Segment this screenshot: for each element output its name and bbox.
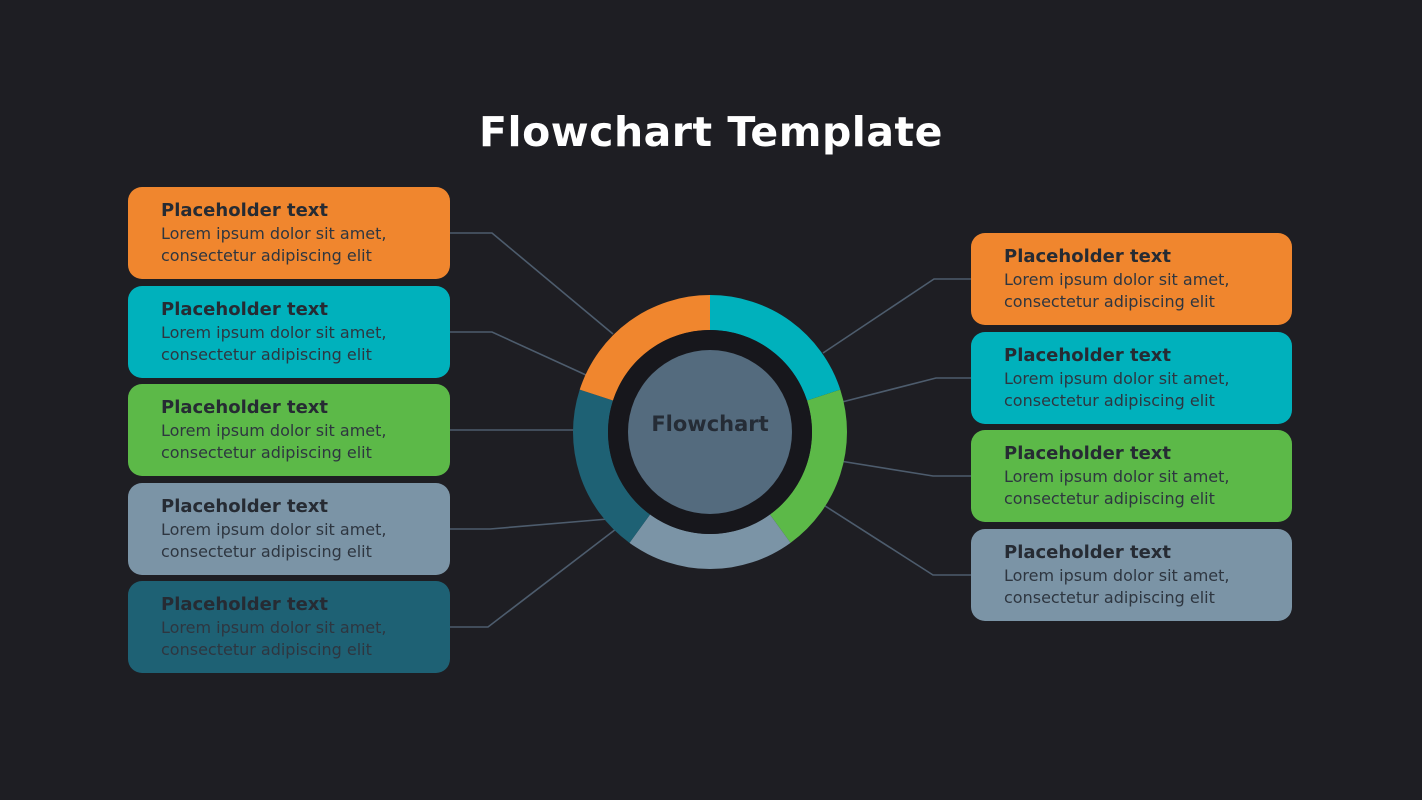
donut-ring (573, 295, 847, 570)
connector-line-left-2 (450, 331, 587, 376)
connector-line-right-3 (839, 460, 971, 477)
donut-center-label: Flowchart (651, 412, 769, 436)
connector-line-left-5 (450, 528, 617, 628)
card-title: Placeholder text (161, 397, 329, 418)
connector-line-left-4 (450, 518, 609, 530)
card-left-5: Placeholder text Lorem ipsum dolor sit a… (128, 581, 450, 673)
card-title: Placeholder text (1004, 443, 1172, 464)
donut-segment-teal (710, 295, 841, 401)
card-title: Placeholder text (161, 299, 329, 320)
card-left-4: Placeholder text Lorem ipsum dolor sit a… (128, 483, 450, 575)
connector-line-right-2 (841, 377, 971, 403)
connector-line-right-1 (822, 278, 971, 354)
card-body-line2: consectetur adipiscing elit (1004, 291, 1215, 311)
donut-segment-orange (579, 295, 710, 401)
card-right-1: Placeholder text Lorem ipsum dolor sit a… (971, 233, 1292, 325)
card-body-line2: consectetur adipiscing elit (1004, 488, 1215, 508)
card-title: Placeholder text (1004, 345, 1172, 366)
card-left-3: Placeholder text Lorem ipsum dolor sit a… (128, 384, 450, 476)
card-title: Placeholder text (161, 200, 329, 221)
card-body-line2: consectetur adipiscing elit (161, 442, 372, 462)
card-title: Placeholder text (161, 496, 329, 517)
card-body-line1: Lorem ipsum dolor sit amet, (161, 421, 387, 440)
donut-inner-circle (628, 350, 792, 514)
card-body-line2: consectetur adipiscing elit (161, 639, 372, 659)
donut-segment-dark-teal (573, 389, 651, 543)
card-title: Placeholder text (161, 594, 329, 615)
card-body-line2: consectetur adipiscing elit (161, 541, 372, 561)
card-body-line2: consectetur adipiscing elit (1004, 390, 1215, 410)
card-body-line1: Lorem ipsum dolor sit amet, (161, 323, 387, 342)
card-body-line2: consectetur adipiscing elit (161, 344, 372, 364)
card-right-4: Placeholder text Lorem ipsum dolor sit a… (971, 529, 1292, 621)
card-body-line1: Lorem ipsum dolor sit amet, (161, 618, 387, 637)
card-right-2: Placeholder text Lorem ipsum dolor sit a… (971, 332, 1292, 424)
card-left-1: Placeholder text Lorem ipsum dolor sit a… (128, 187, 450, 279)
donut-segment-slate (629, 514, 791, 570)
card-left-2: Placeholder text Lorem ipsum dolor sit a… (128, 286, 450, 378)
connector-line-right-4 (821, 503, 971, 576)
connector-line-left-1 (450, 232, 614, 335)
card-body-line1: Lorem ipsum dolor sit amet, (1004, 270, 1230, 289)
card-body-line1: Lorem ipsum dolor sit amet, (1004, 369, 1230, 388)
page-title: Flowchart Template (479, 108, 943, 156)
card-body-line1: Lorem ipsum dolor sit amet, (1004, 566, 1230, 585)
card-body-line1: Lorem ipsum dolor sit amet, (161, 224, 387, 243)
card-body-line2: consectetur adipiscing elit (161, 245, 372, 265)
card-body-line1: Lorem ipsum dolor sit amet, (161, 520, 387, 539)
card-right-3: Placeholder text Lorem ipsum dolor sit a… (971, 430, 1292, 522)
card-title: Placeholder text (1004, 542, 1172, 563)
donut-segment-green (769, 389, 847, 543)
card-body-line2: consectetur adipiscing elit (1004, 587, 1215, 607)
card-body-line1: Lorem ipsum dolor sit amet, (1004, 467, 1230, 486)
card-title: Placeholder text (1004, 246, 1172, 267)
